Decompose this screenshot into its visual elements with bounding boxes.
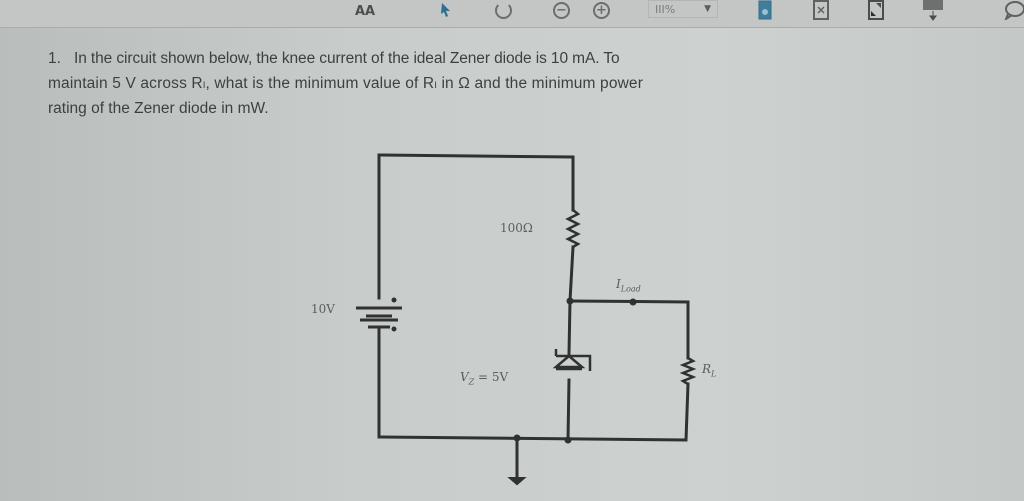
load-current-label: ILoad [616,277,641,294]
series-resistor-label: 100Ω [500,221,533,235]
source-voltage-label: 10V [311,302,335,316]
zoom-level-value: III% [655,2,676,16]
pdf-toolbar: AA − + III% ▼ [0,0,1024,28]
fit-page-button[interactable] [813,0,829,20]
zoom-out-button[interactable]: − [553,0,570,20]
battery-symbol [356,306,402,329]
question-line-3: rating of the Zener diode in mW. [48,100,269,117]
zener-diode-symbol [552,349,592,371]
load-resistor-label: RL [702,362,717,379]
ground-symbol [507,477,527,486]
series-resistor [565,209,581,249]
question-line-1: In the circuit shown below, the knee cur… [74,50,620,67]
highlight-text-icon[interactable]: AA [355,0,377,20]
question-line-2: maintain 5 V across Rₗ, what is the mini… [48,75,644,92]
zoom-out-icon: − [553,1,570,19]
presentation-icon [923,0,943,21]
svg-text:AA: AA [355,4,375,17]
comment-icon [1004,1,1024,20]
zener-voltage-label: VZ = 5V [460,370,509,387]
fullscreen-button[interactable] [868,0,884,20]
zoom-in-button[interactable]: + [593,0,610,20]
fullscreen-icon [868,0,884,20]
page-view-button[interactable] [758,0,772,20]
page-view-icon [758,0,772,20]
presentation-button[interactable] [922,0,944,21]
chevron-down-icon: ▼ [704,4,711,14]
zoom-level-dropdown[interactable]: III% ▼ [648,0,718,18]
load-resistor [679,356,697,386]
zoom-in-icon: + [593,1,610,19]
question-number: 1. [48,50,61,67]
fit-page-icon [813,0,829,20]
cursor-icon[interactable] [440,0,452,20]
hand-icon[interactable] [495,0,512,20]
comment-button[interactable] [1004,0,1024,20]
